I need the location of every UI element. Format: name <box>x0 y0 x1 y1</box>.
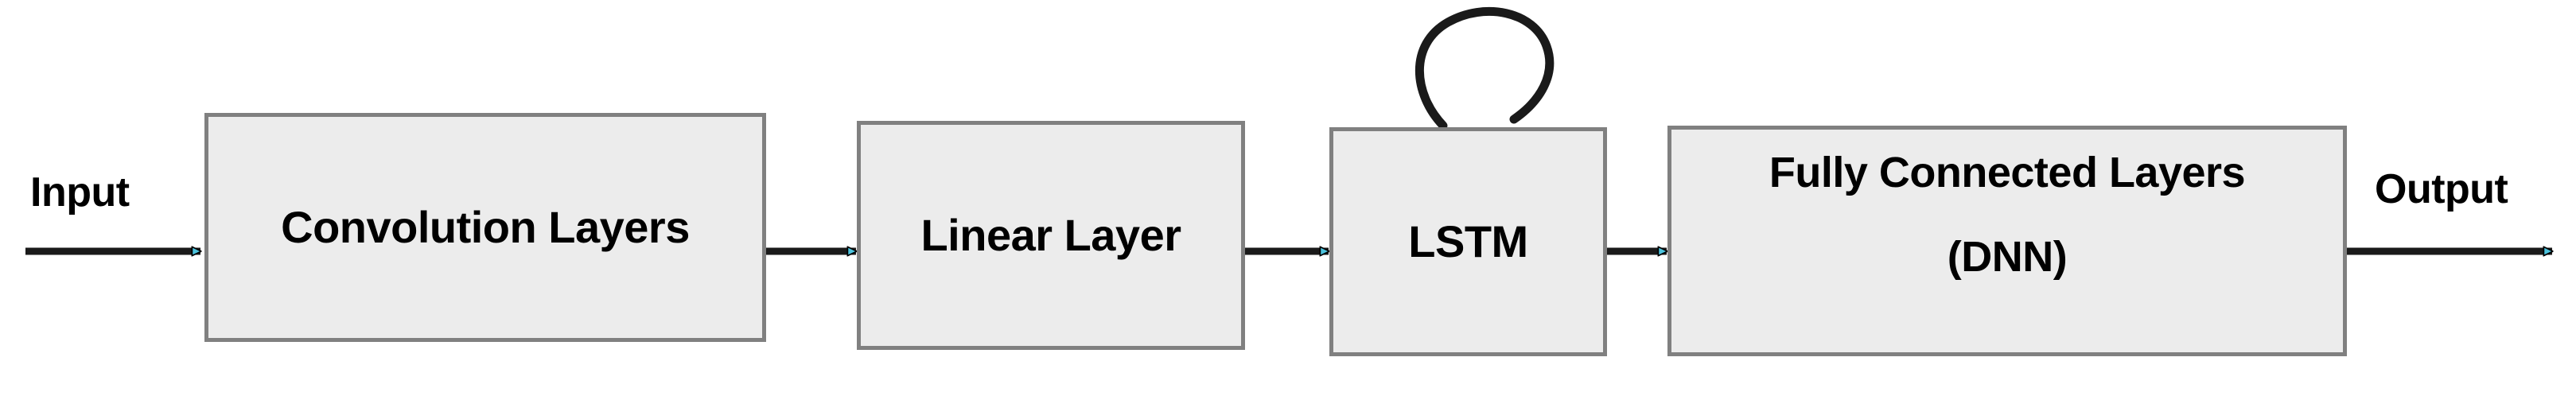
node-lstm-label: LSTM <box>1408 215 1528 266</box>
lstm-self-loop-arrow <box>1414 7 1555 130</box>
node-lstm[interactable]: LSTM <box>1329 127 1607 356</box>
node-convolution-layers[interactable]: Convolution Layers <box>204 113 766 342</box>
node-fully-connected-layers-sublabel: (DNN) <box>1947 233 2068 281</box>
node-linear-layer[interactable]: Linear Layer <box>857 121 1245 350</box>
node-convolution-layers-label: Convolution Layers <box>281 201 690 252</box>
node-linear-layer-label: Linear Layer <box>920 209 1181 260</box>
input-label: Input <box>30 169 130 215</box>
output-label: Output <box>2375 166 2508 212</box>
node-fully-connected-layers[interactable]: Fully Connected Layers (DNN) <box>1667 126 2347 356</box>
node-fully-connected-layers-label: Fully Connected Layers <box>1769 149 2246 196</box>
